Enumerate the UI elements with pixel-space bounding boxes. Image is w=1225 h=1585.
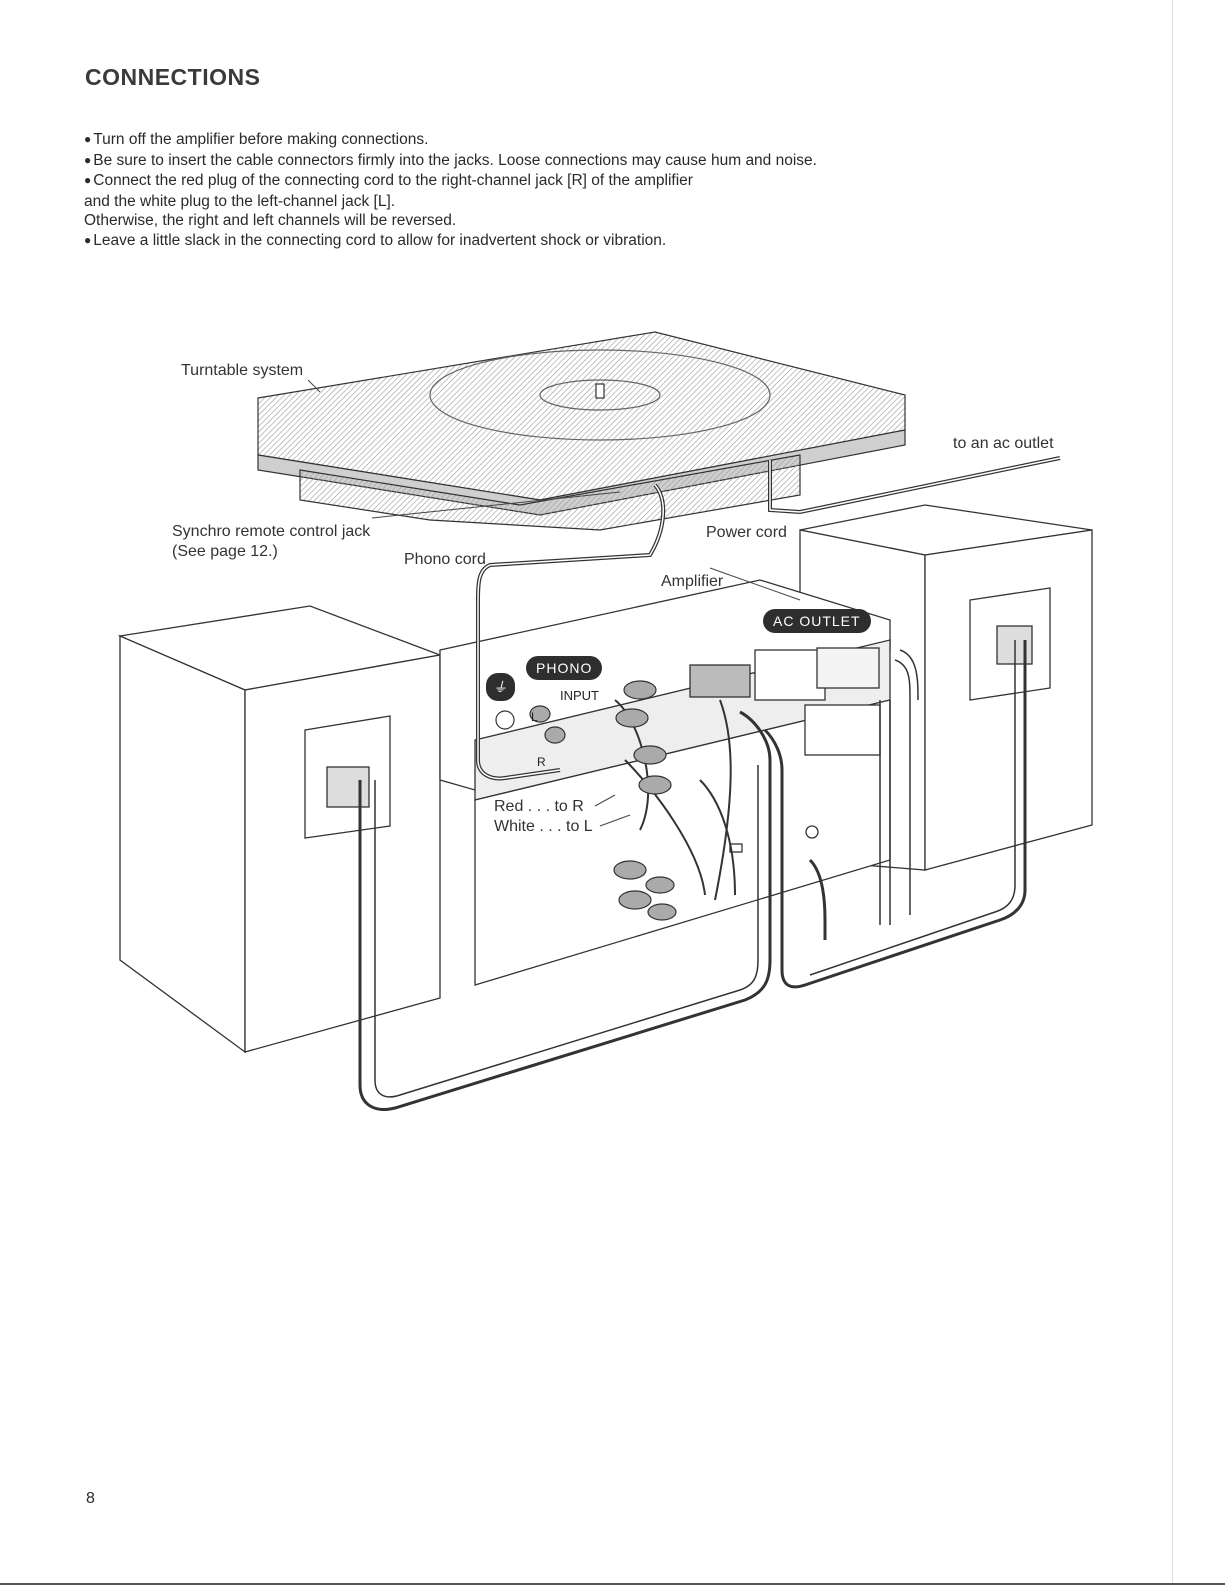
leader-lines — [307, 379, 801, 827]
instruction-line: and the white plug to the left-channel j… — [84, 192, 396, 210]
phono-badge: PHONO — [526, 656, 603, 680]
ac-outlet-badge: AC OUTLET — [763, 609, 871, 633]
rca-plugs — [495, 680, 677, 921]
instruction-line: Otherwise, the right and left channels w… — [84, 212, 457, 229]
instruction-line: Connect the red plug of the connecting c… — [84, 171, 817, 192]
page-number: 8 — [86, 1490, 95, 1507]
synchro-remote-label: Synchro remote control jack — [172, 523, 371, 540]
ground-icon: ⏚ — [486, 673, 515, 701]
instruction-line: Leave a little slack in the connecting c… — [84, 231, 817, 252]
power-cord-label: Power cord — [706, 524, 787, 541]
page-edge — [1172, 0, 1225, 1585]
right-channel-label: R — [537, 755, 546, 769]
page-bottom-edge — [0, 1583, 1225, 1585]
red-plug-label: Red . . . to R — [494, 798, 584, 815]
instruction-line: Be sure to insert the cable connectors f… — [84, 151, 817, 172]
left-speaker-drawing — [117, 605, 443, 1054]
left-channel-label: L — [531, 710, 538, 724]
turntable-drawing — [257, 331, 906, 531]
amplifier-label: Amplifier — [661, 573, 724, 590]
turntable-label: Turntable system — [181, 362, 304, 379]
synchro-page-note: (See page 12.) — [172, 543, 278, 560]
cables — [358, 456, 1061, 1111]
page-title: CONNECTIONS — [85, 64, 261, 90]
instruction-line: Turn off the amplifier before making con… — [84, 130, 817, 151]
ac-outlet-label: to an ac outlet — [953, 435, 1054, 452]
input-label: INPUT — [560, 688, 599, 703]
phono-cord-label: Phono cord — [404, 551, 486, 568]
white-plug-label: White . . . to L — [494, 818, 593, 835]
instructions-list: Turn off the amplifier before making con… — [84, 130, 817, 251]
